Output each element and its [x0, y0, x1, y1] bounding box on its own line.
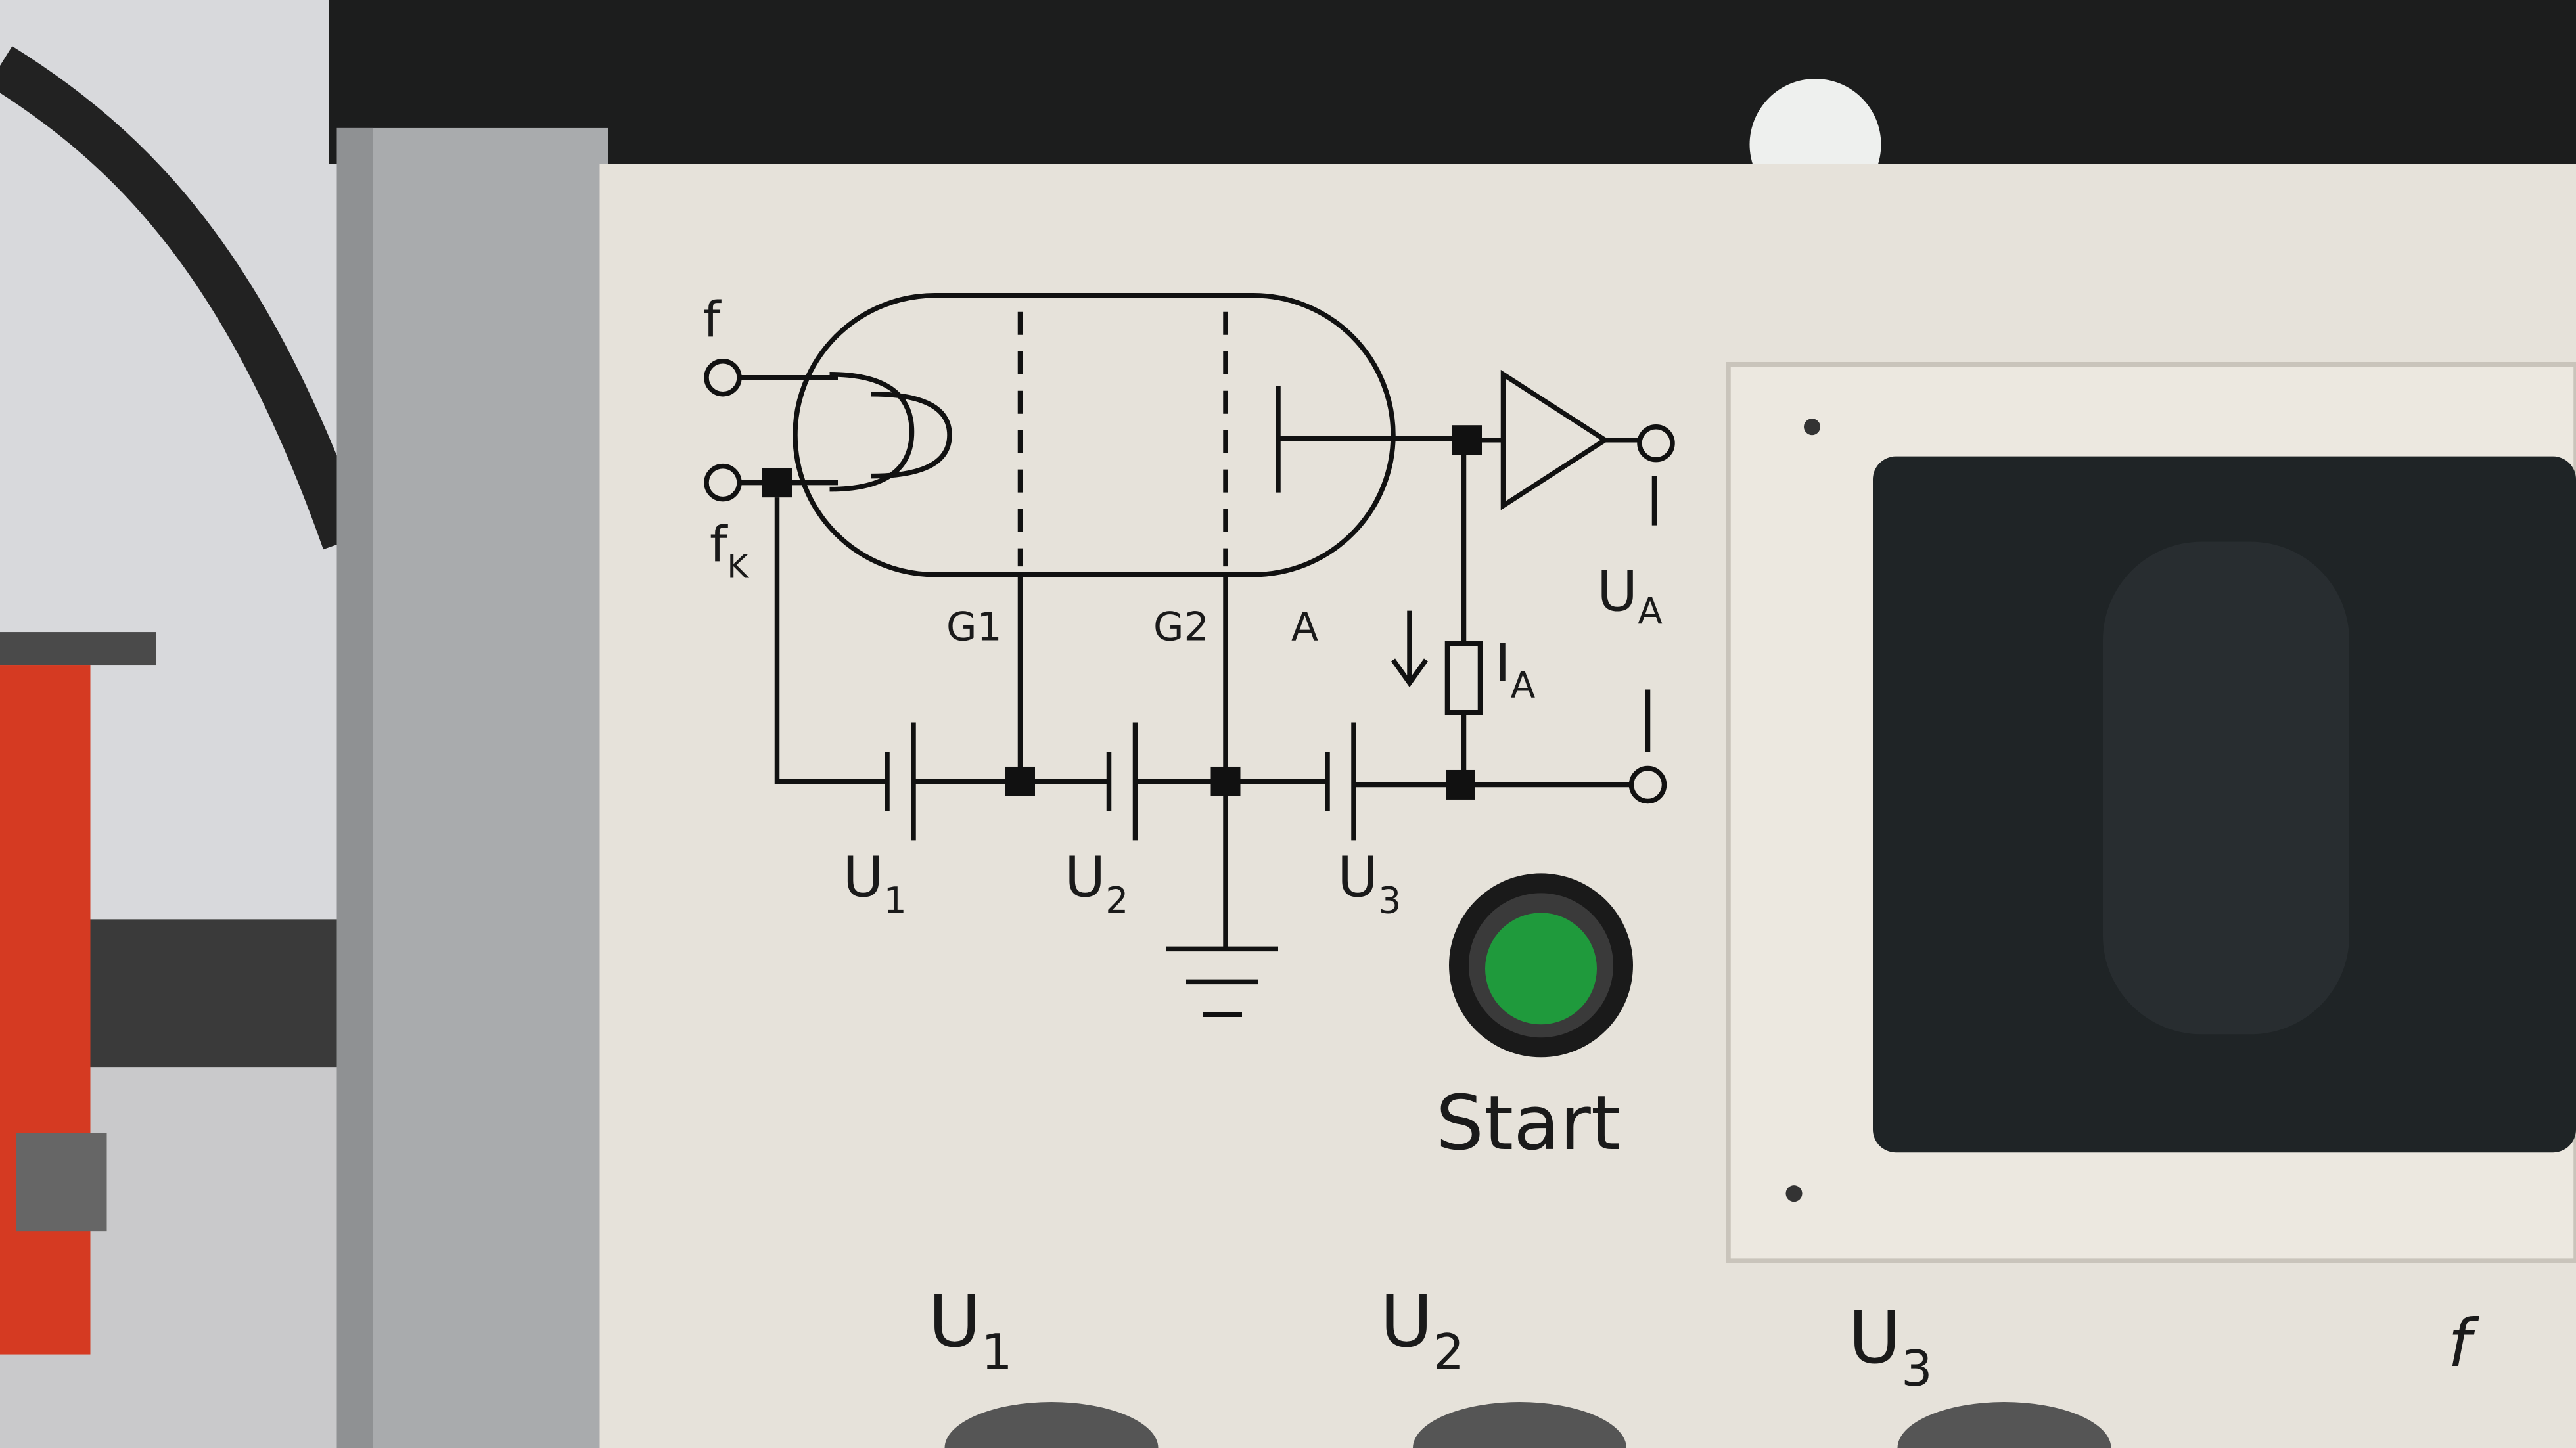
ground-icon: [1166, 946, 1278, 1018]
frame-edge: [336, 127, 373, 1448]
amplifier-icon: [1500, 369, 1610, 510]
schematic: f fK G1 G2 A IA UA U1 U2 U3: [703, 290, 1675, 1018]
display-reflection: [2103, 541, 2349, 1035]
red-device-clip: [16, 1133, 107, 1232]
knob-label-u1: U1: [929, 1279, 1013, 1381]
node: [1210, 766, 1241, 796]
arrow-down-icon: [1391, 610, 1429, 687]
screw: [1804, 419, 1820, 436]
knob-label-u3: U3: [1849, 1296, 1933, 1397]
label-f: f: [703, 290, 722, 348]
red-device-top: [0, 632, 156, 666]
label-a: A: [1291, 604, 1318, 650]
label-u3: U3: [1337, 845, 1401, 921]
label-u2: U2: [1065, 845, 1128, 921]
housing-top: [329, 0, 2576, 164]
node: [1005, 766, 1035, 796]
node: [1446, 769, 1475, 800]
screw: [1785, 1185, 1803, 1202]
label-g2: G2: [1153, 604, 1209, 650]
knob-u1[interactable]: [944, 1402, 1159, 1448]
terminal: [1637, 424, 1675, 463]
start-label: Start: [1436, 1079, 1621, 1167]
start-button[interactable]: [1449, 873, 1633, 1058]
knob-label-u2: U2: [1380, 1279, 1464, 1381]
label-g1: G1: [946, 604, 1002, 650]
label-ia: IA: [1495, 633, 1536, 706]
cathode-icon: [870, 391, 952, 479]
wire: [774, 497, 887, 784]
label-u1: U1: [843, 845, 907, 921]
aluminum-frame: [336, 127, 608, 1448]
label-ua: UA: [1597, 560, 1663, 633]
tube-envelope: [793, 293, 1396, 577]
node: [762, 468, 792, 498]
cable: [0, 46, 367, 550]
knob-u2[interactable]: [1413, 1402, 1626, 1448]
terminal: [1628, 765, 1667, 804]
knob-u3[interactable]: [1897, 1402, 2111, 1448]
red-device: [0, 665, 91, 1355]
node: [1452, 425, 1482, 455]
label-fk: fK: [710, 516, 749, 586]
filament-icon: [829, 371, 915, 492]
